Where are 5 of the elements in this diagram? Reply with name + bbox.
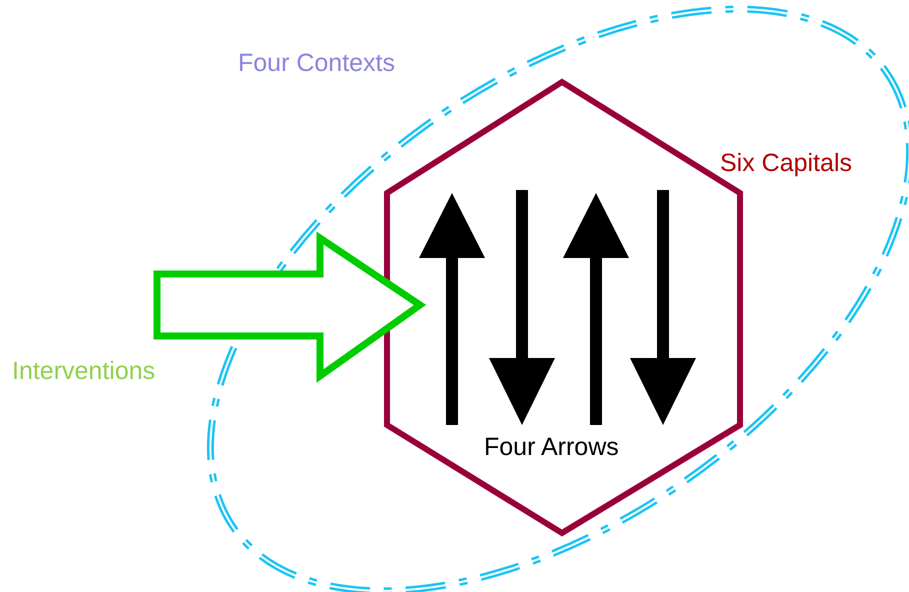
interventions-label: Interventions <box>12 358 156 386</box>
block-arrow <box>154 231 426 383</box>
context-label: Four Contexts <box>238 50 396 78</box>
arrows-label: Four Arrows <box>484 434 619 462</box>
capitals-label: Six Capitals <box>720 150 852 178</box>
